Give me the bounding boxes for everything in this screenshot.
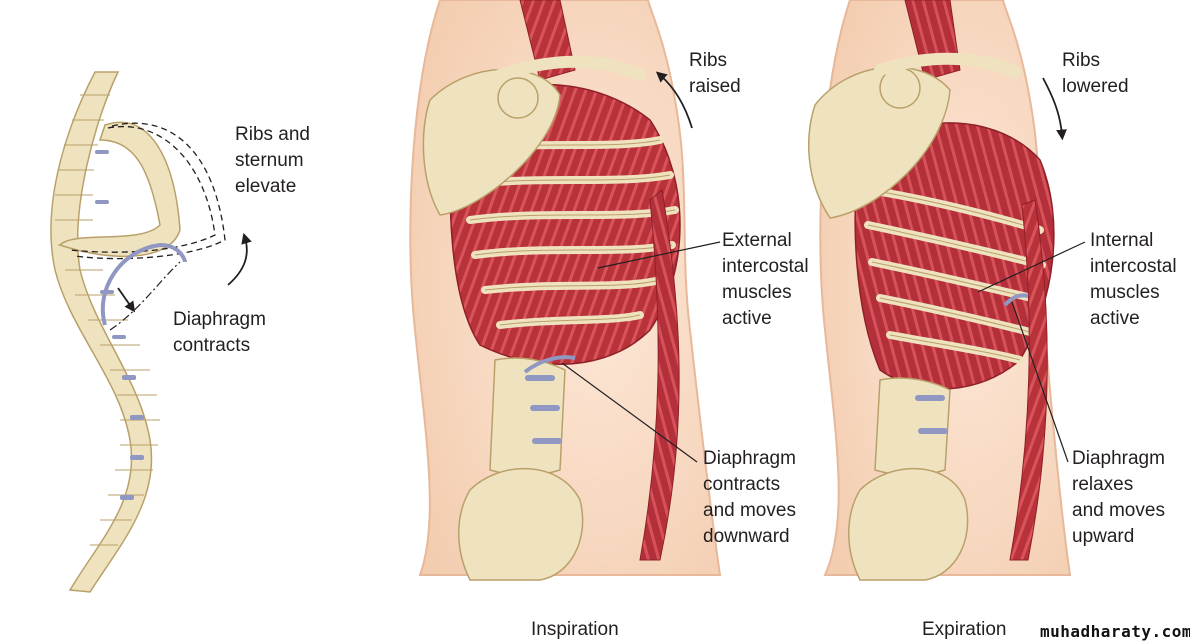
label-ribs-lowered: Ribs lowered (1062, 50, 1129, 97)
label-diaphragm-moves-upward: Diaphragm relaxes and moves upward (1072, 448, 1165, 547)
label-diaphragm-contracts: Diaphragm contracts (173, 309, 266, 356)
label-ribs-sternum-elevate: Ribs and sternum elevate (235, 124, 310, 197)
caption-inspiration: Inspiration (531, 619, 619, 640)
caption-expiration: Expiration (922, 619, 1007, 640)
watermark: muhadharaty.com (1040, 622, 1190, 641)
label-diaphragm-moves-downward: Diaphragm contracts and moves downward (703, 448, 796, 547)
label-ribs-raised: Ribs raised (689, 50, 741, 97)
inspiration-torso (409, 0, 722, 581)
label-internal-intercostal: Internal intercostal muscles active (1090, 230, 1177, 329)
label-external-intercostal: External intercostal muscles active (722, 230, 809, 329)
spine-illustration (50, 71, 252, 593)
expiration-torso (808, 0, 1086, 581)
